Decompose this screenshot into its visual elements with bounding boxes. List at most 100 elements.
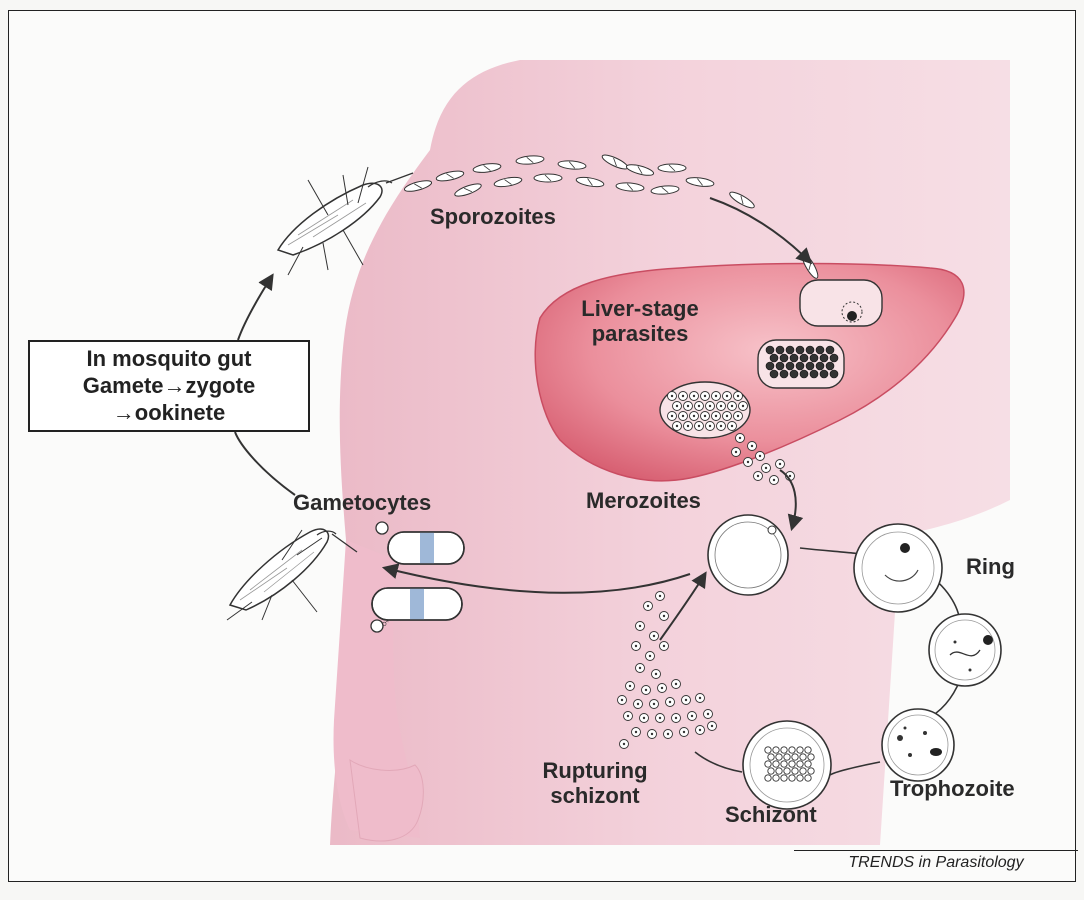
merozoite (723, 412, 732, 421)
merozoite (672, 680, 681, 689)
merozoite (650, 632, 659, 641)
mosquito-gut-box: In mosquito gut Gamete→zygote →ookinete (28, 340, 310, 432)
schizont-merozoite (781, 775, 787, 781)
merozoite (704, 710, 713, 719)
merozoite (688, 712, 697, 721)
schizont-merozoite (805, 761, 811, 767)
schizont-merozoite (808, 754, 814, 760)
schizont-merozoite (765, 747, 771, 753)
schizont-merozoite (773, 775, 779, 781)
merozoite-dot (780, 370, 788, 378)
merozoite-dot (776, 346, 784, 354)
label-merozoites: Merozoites (586, 488, 701, 513)
merozoite (706, 422, 715, 431)
merozoite-dot (796, 362, 804, 370)
schizont-merozoite (797, 747, 803, 753)
merozoite-dot (826, 346, 834, 354)
merozoite (739, 402, 748, 411)
merozoite-dot (800, 370, 808, 378)
schizont-merozoite (789, 775, 795, 781)
merozoite (626, 682, 635, 691)
merozoite (660, 642, 669, 651)
schizont-merozoite (789, 747, 795, 753)
schizont-merozoite (808, 768, 814, 774)
schizont-merozoite (805, 747, 811, 753)
merozoite (632, 728, 641, 737)
label-sporozoites: Sporozoites (430, 204, 556, 229)
label-rupturing-line1: Rupturing (520, 758, 670, 783)
label-gametocytes: Gametocytes (293, 490, 431, 515)
merozoite (744, 458, 753, 467)
merozoite (717, 402, 726, 411)
merozoite-dot (806, 346, 814, 354)
merozoite (684, 402, 693, 411)
merozoite (668, 412, 677, 421)
schizont-merozoite (784, 754, 790, 760)
schizont-merozoite (800, 768, 806, 774)
merozoite (712, 412, 721, 421)
merozoite-dot (820, 370, 828, 378)
merozoite-dot (770, 370, 778, 378)
sporozoite (534, 174, 562, 182)
schizont-merozoite (797, 761, 803, 767)
rbc-late-trophozoite (882, 709, 954, 781)
schizont-merozoite (792, 768, 798, 774)
merozoite (696, 726, 705, 735)
merozoite (644, 602, 653, 611)
merozoite (748, 442, 757, 451)
merozoite (734, 412, 743, 421)
merozoite (640, 714, 649, 723)
merozoite (690, 412, 699, 421)
merozoite (732, 448, 741, 457)
merozoite (728, 422, 737, 431)
schizont-merozoite (776, 768, 782, 774)
merozoite (634, 700, 643, 709)
schizont-merozoite (765, 761, 771, 767)
merozoite (754, 472, 763, 481)
schizont-merozoite (765, 775, 771, 781)
schizont-merozoite (784, 768, 790, 774)
merozoite (664, 730, 673, 739)
merozoite (684, 422, 693, 431)
merozoite (756, 452, 765, 461)
merozoite (660, 612, 669, 621)
merozoite-dot (786, 346, 794, 354)
merozoite (706, 402, 715, 411)
merozoite-dot (830, 370, 838, 378)
schizont-merozoite (789, 761, 795, 767)
merozoite (658, 684, 667, 693)
female-gametocyte (388, 532, 464, 564)
merozoite (723, 392, 732, 401)
human-hand (350, 760, 423, 841)
rbc-trophozoite (929, 614, 1001, 686)
schizont-merozoite (768, 754, 774, 760)
male-symbol: ♂ (380, 614, 391, 630)
merozoite-dot (776, 362, 784, 370)
merozoite (636, 622, 645, 631)
merozoite (696, 694, 705, 703)
merozoite (695, 422, 704, 431)
rbc-ring (854, 524, 942, 612)
label-liver-stage-line2: parasites (560, 321, 720, 346)
schizont-merozoite (781, 747, 787, 753)
schizont-merozoite (792, 754, 798, 760)
merozoite (632, 642, 641, 651)
merozoite-dot (766, 362, 774, 370)
merozoite (620, 740, 629, 749)
merozoite (668, 392, 677, 401)
merozoite (728, 402, 737, 411)
schizont-merozoite (781, 761, 787, 767)
merozoite-dot (800, 354, 808, 362)
merozoite-dot (810, 354, 818, 362)
schizont-merozoite (800, 754, 806, 760)
merozoite (650, 700, 659, 709)
merozoite-dot (830, 354, 838, 362)
merozoite-dot (810, 370, 818, 378)
merozoite (648, 730, 657, 739)
merozoite (682, 696, 691, 705)
rbc-schizont (743, 721, 831, 809)
merozoite (646, 652, 655, 661)
merozoite-dot (786, 362, 794, 370)
figure-credit: TRENDS in Parasitology (794, 850, 1078, 872)
merozoite (717, 422, 726, 431)
